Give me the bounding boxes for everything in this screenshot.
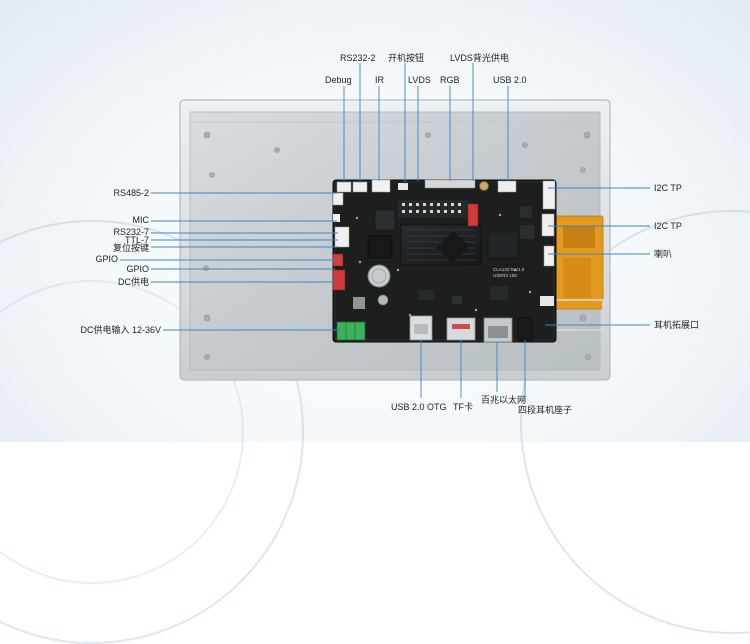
label-gpio-b: GPIO bbox=[126, 264, 149, 274]
label-power-button: 开机按钮 bbox=[388, 53, 425, 63]
left-connectors bbox=[332, 192, 350, 291]
right-connectors bbox=[540, 213, 555, 306]
label-lvds-backlight: LVDS背光供电 bbox=[450, 53, 509, 63]
label-speaker: 喇叭 bbox=[654, 249, 673, 259]
label-dc-supply: DC供电 bbox=[118, 277, 149, 287]
label-dc-input: DC供电输入 12-36V bbox=[80, 325, 161, 335]
label-audio-jack: 四段耳机座子 bbox=[518, 405, 573, 415]
label-gpio-a: GPIO bbox=[95, 254, 118, 264]
label-i2c-tp-b: I2C TP bbox=[654, 221, 682, 231]
fpc-flex-cable bbox=[554, 215, 604, 331]
label-rgb: RGB bbox=[440, 75, 460, 85]
label-reset-button: 复位按键 bbox=[112, 243, 149, 253]
bottom-connectors bbox=[336, 315, 533, 343]
label-ir: IR bbox=[375, 75, 384, 85]
top-connectors bbox=[336, 179, 556, 210]
board-diagram: CLA133 R V1.0 USER3 168 bbox=[120, 63, 650, 402]
label-i2c-tp-a: I2C TP bbox=[654, 183, 682, 193]
label-lvds: LVDS bbox=[408, 75, 431, 85]
label-mic: MIC bbox=[132, 215, 150, 225]
label-usb20: USB 2.0 bbox=[493, 75, 527, 85]
label-headphone-ext: 耳机拓展口 bbox=[654, 320, 700, 330]
label-rs232-7: RS232-7 bbox=[113, 227, 149, 237]
label-debug: Debug bbox=[325, 75, 352, 85]
panel-screws bbox=[203, 131, 591, 360]
chip-marking-2: USER3 168 bbox=[493, 273, 517, 278]
label-tf-card: TF卡 bbox=[453, 402, 473, 412]
label-rs485-2: RS485-2 bbox=[113, 188, 149, 198]
label-usb20-otg: USB 2.0 OTG bbox=[391, 402, 447, 412]
label-rs232-2: RS232-2 bbox=[340, 53, 376, 63]
chip-marking: CLA133 R V1.0 bbox=[493, 267, 525, 272]
pcb-components bbox=[353, 200, 534, 317]
label-ttl-7: TTL-7 bbox=[124, 235, 149, 245]
leader-lines bbox=[120, 63, 650, 402]
label-ethernet: 百兆以太网 bbox=[481, 395, 527, 405]
